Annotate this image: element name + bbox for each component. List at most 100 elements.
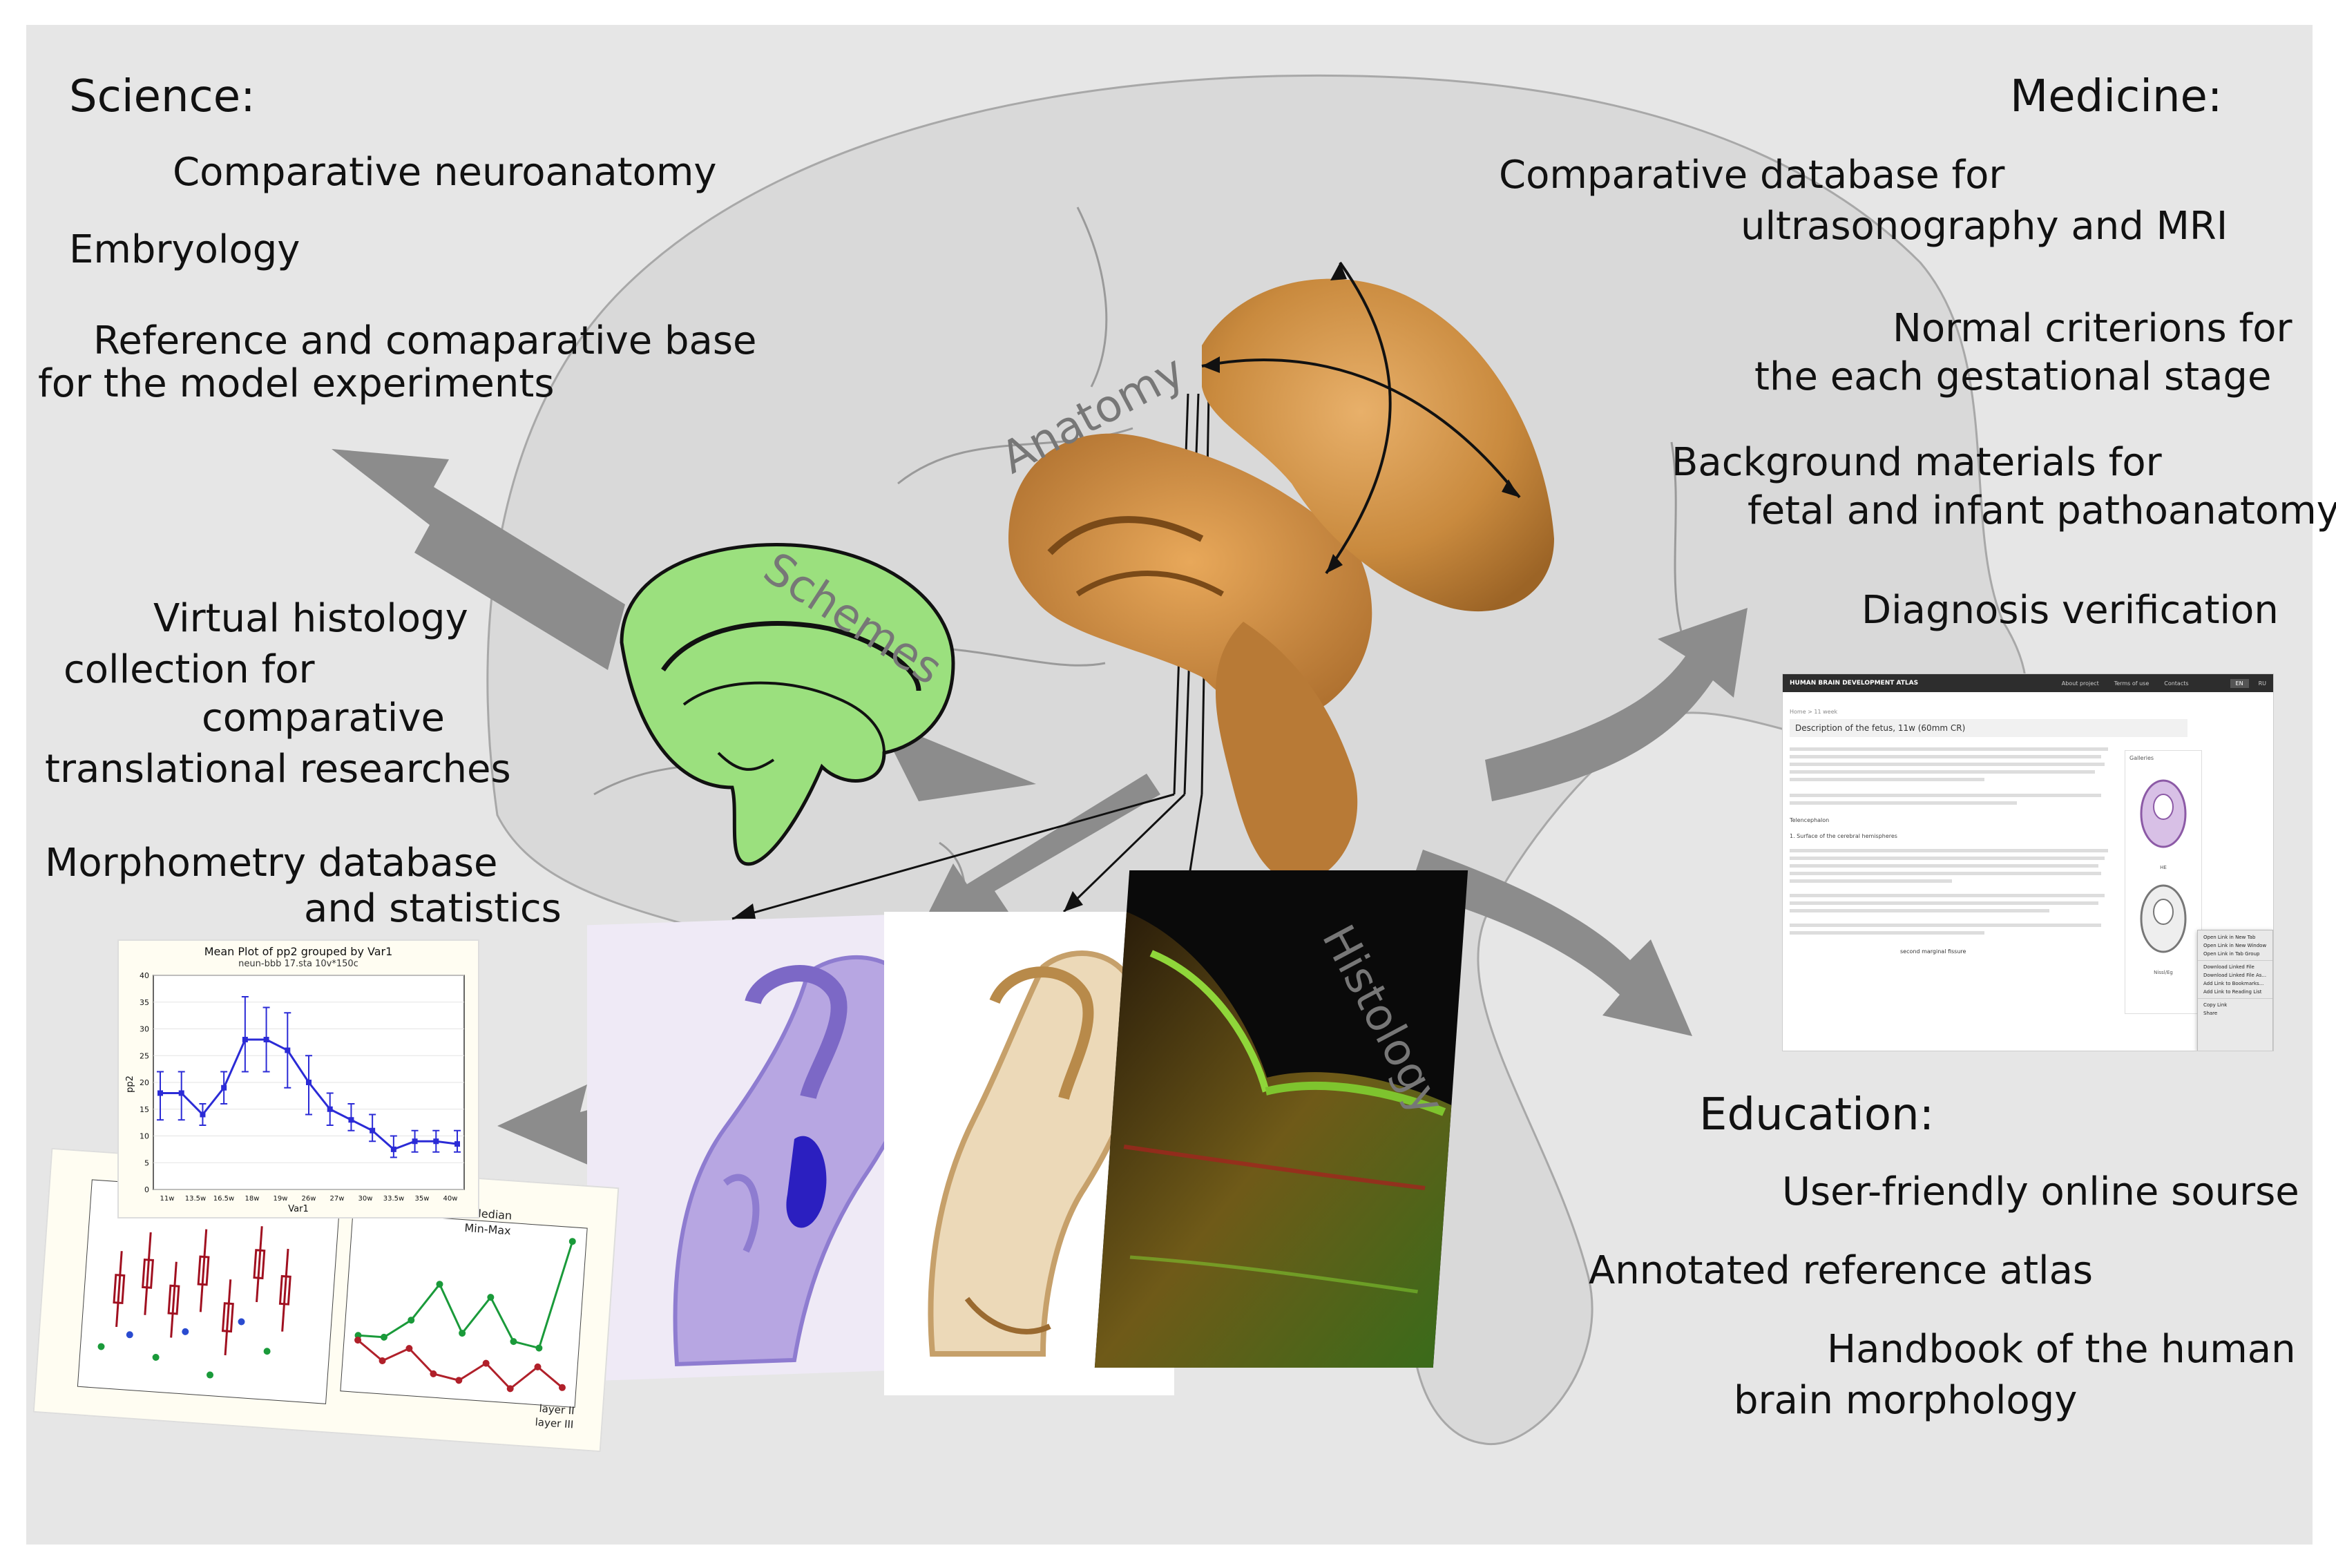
data-point (510, 1338, 517, 1346)
website-breadcrumb[interactable]: Home > 11 week (1790, 709, 1838, 715)
main-plot-title: Mean Plot of pp2 grouped by Var1 (204, 945, 393, 958)
data-point (433, 1138, 439, 1145)
data-point (535, 1344, 543, 1352)
gallery-thumb-nissl[interactable] (2125, 870, 2201, 967)
data-point (263, 1037, 269, 1042)
line-plot-frame (340, 1211, 588, 1408)
boxplot-whisker (224, 1279, 232, 1356)
context-menu-item[interactable]: Add Link to Reading List (2203, 989, 2262, 995)
x-tick-label: 40w (443, 1195, 458, 1203)
data-point (455, 1377, 463, 1384)
x-tick-label: 18w (245, 1195, 260, 1203)
science-item: Comparative neuroanatomy (173, 150, 717, 195)
boxplot-box (278, 1274, 291, 1306)
data-point (408, 1317, 415, 1324)
context-menu-item[interactable]: Open Link in Tab Group (2203, 951, 2260, 957)
education-item: User-friendly online sourse (1782, 1169, 2299, 1214)
data-point (390, 1146, 396, 1152)
website-context-menu: Open Link in New Tab Open Link in New Wi… (2197, 930, 2273, 1051)
main-plot-xlabel: Var1 (288, 1204, 309, 1214)
arrow-to-histology (912, 774, 1160, 946)
website-nav-about[interactable]: About project (2061, 680, 2099, 687)
y-tick-label: 30 (140, 1025, 149, 1034)
website-title[interactable]: HUMAN BRAIN DEVELOPMENT ATLAS (1790, 680, 1919, 687)
histology-nissl-panel (587, 912, 960, 1381)
website-navbar: HUMAN BRAIN DEVELOPMENT ATLAS About proj… (1783, 674, 2273, 692)
x-tick-label: 13.5w (185, 1195, 206, 1203)
education-item: Handbook of the human (1827, 1327, 2296, 1372)
data-point (380, 1333, 387, 1341)
science-item: Virtual histology (153, 596, 468, 641)
gallery-thumb-he[interactable] (2125, 765, 2201, 862)
context-menu-item[interactable]: Share (2203, 1011, 2218, 1016)
data-point (354, 1337, 362, 1344)
data-point (285, 1047, 291, 1053)
medicine-item: Normal criterions for (1893, 306, 2292, 351)
main-plot-subtitle: neun-bbb 17.sta 10v*150c (238, 959, 358, 969)
x-tick-label: 16.5w (213, 1195, 234, 1203)
context-menu-item[interactable]: Add Link to Bookmarks... (2203, 981, 2264, 986)
website-lang-ru[interactable]: RU (2258, 680, 2266, 687)
data-point (221, 1084, 227, 1091)
science-item: Reference and comaparative base (93, 318, 757, 363)
data-point (157, 1090, 163, 1096)
x-tick-label: 26w (302, 1195, 316, 1203)
data-point (506, 1385, 514, 1393)
data-point (348, 1117, 354, 1123)
data-point (306, 1080, 312, 1085)
boxplot-box (113, 1274, 126, 1305)
anatomy-brain-specimen (1008, 261, 1554, 884)
y-tick-label: 0 (144, 1185, 149, 1194)
boxplot-whisker (170, 1261, 178, 1338)
education-item: Annotated reference atlas (1589, 1248, 2094, 1293)
connector-arrowhead-1 (732, 903, 756, 919)
context-menu-item[interactable]: Download Linked File As... (2203, 973, 2267, 978)
data-point (487, 1294, 495, 1301)
boxplot-point (152, 1354, 160, 1361)
y-tick-label: 5 (144, 1158, 149, 1167)
boxplot-whisker (144, 1232, 152, 1315)
boxplot-point (182, 1328, 189, 1335)
website-nav-contacts[interactable]: Contacts (2164, 680, 2189, 687)
boxplot-box (221, 1302, 234, 1333)
science-item: for the model experiments (38, 361, 555, 406)
legend-layer-iii: layer III (535, 1415, 574, 1431)
y-tick-label: 25 (140, 1051, 149, 1060)
boxplot-point (126, 1331, 133, 1339)
data-point (459, 1330, 466, 1337)
data-point (436, 1281, 443, 1288)
education-heading: Education: (1699, 1089, 1935, 1140)
context-menu-item[interactable]: Download Linked File (2203, 964, 2254, 970)
boxplot-whisker (281, 1248, 289, 1332)
website-nav-terms[interactable]: Terms of use (2114, 680, 2150, 687)
context-menu-item[interactable]: Open Link in New Window (2203, 943, 2267, 948)
data-point (370, 1127, 376, 1134)
medicine-heading: Medicine: (2010, 71, 2223, 122)
boxplot-whisker (256, 1226, 263, 1303)
education-item: brain morphology (1734, 1378, 2078, 1423)
y-tick-label: 20 (140, 1078, 149, 1087)
medicine-item: Comparative database for (1499, 153, 2005, 198)
connector-arrowhead-2 (1064, 891, 1083, 912)
context-menu-item[interactable]: Copy Link (2203, 1002, 2228, 1008)
sulcus-line-1 (1076, 207, 1108, 388)
arrow-to-science (332, 449, 625, 670)
y-tick-label: 15 (140, 1105, 149, 1114)
website-lang-en[interactable]: EN (2230, 678, 2249, 688)
arrow-to-education (1409, 850, 1692, 1036)
gallery-caption-he: HE (2160, 865, 2167, 870)
science-item: Morphometry database (45, 841, 498, 886)
data-point (454, 1141, 460, 1147)
boxplot-whisker (115, 1251, 123, 1328)
medicine-item: Diagnosis verification (1861, 588, 2279, 633)
data-point (568, 1238, 576, 1245)
y-tick-label: 10 (140, 1132, 149, 1141)
website-gallery: Galleries HE Nissl/Eg (2125, 750, 2202, 1014)
boxplot-point (238, 1318, 245, 1326)
atlas-website-screenshot: HUMAN BRAIN DEVELOPMENT ATLAS About proj… (1782, 673, 2274, 1051)
science-item: Embryology (69, 227, 300, 272)
context-menu-item[interactable]: Open Link in New Tab (2203, 935, 2256, 940)
website-section-heading: Telencephalon (1790, 817, 1830, 823)
